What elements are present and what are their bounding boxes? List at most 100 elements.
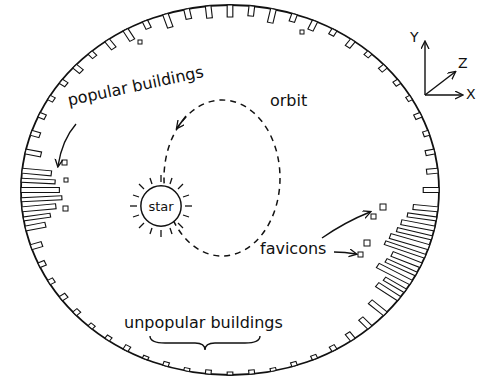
star-label: star (148, 200, 173, 213)
building (423, 188, 439, 193)
building (406, 95, 413, 101)
building (184, 368, 190, 372)
favicon (63, 206, 68, 211)
building (359, 317, 372, 329)
favicon (62, 30, 386, 257)
building (22, 168, 52, 176)
building (267, 9, 276, 24)
building (59, 293, 68, 301)
star-rays (160, 175, 161, 182)
axes (425, 72, 455, 95)
brace (150, 336, 260, 350)
star-circle: star (140, 185, 182, 227)
star-outline (141, 186, 181, 226)
building (21, 196, 62, 202)
star-rays (178, 223, 183, 228)
axis-label: X (466, 87, 476, 102)
building (30, 130, 40, 137)
star-rays (183, 215, 189, 217)
star-rays (139, 223, 144, 228)
star-rays (160, 230, 161, 237)
star-rays (150, 178, 152, 184)
building (311, 354, 318, 360)
star-rays (150, 228, 152, 234)
orbit-path (177, 116, 186, 128)
building (329, 345, 337, 352)
building (308, 20, 318, 31)
star-rays (130, 205, 137, 206)
leader-arrow (58, 124, 370, 254)
building (345, 39, 355, 48)
building (249, 370, 255, 375)
favicon (371, 214, 376, 219)
building (393, 79, 401, 86)
orbit-label: orbit (270, 92, 307, 110)
favicon (380, 204, 386, 210)
leader-arrow (322, 212, 370, 238)
building (423, 130, 430, 136)
building (48, 95, 56, 102)
building (21, 178, 55, 184)
building (364, 51, 372, 58)
favicon (364, 240, 370, 246)
favicon (358, 252, 363, 257)
favicon (62, 160, 67, 165)
region-label: popular buildings (66, 63, 205, 109)
building (270, 368, 276, 372)
building (38, 261, 46, 268)
building (376, 263, 412, 284)
planet-outline (21, 5, 439, 375)
axes (425, 94, 462, 95)
building (23, 213, 50, 221)
building (378, 64, 387, 72)
axes (425, 42, 462, 95)
star-rays (139, 184, 144, 189)
building (105, 39, 116, 50)
building (38, 112, 46, 119)
star-rays (183, 195, 189, 197)
orbit-path (164, 100, 280, 256)
building (142, 20, 151, 29)
star-rays (178, 184, 183, 189)
building (88, 323, 95, 329)
axis-label: Z (458, 56, 468, 71)
planet-outline (21, 5, 439, 375)
building (163, 361, 170, 366)
building (21, 5, 439, 375)
axes (424, 42, 425, 95)
building (48, 278, 56, 285)
building (329, 29, 337, 37)
leader-arrow (58, 124, 76, 166)
building (105, 335, 112, 341)
star-rays (170, 228, 172, 234)
building (123, 345, 131, 352)
leader-arrow (334, 252, 356, 254)
building (25, 149, 42, 157)
star-rays (133, 195, 139, 197)
building (368, 300, 387, 316)
building (88, 51, 97, 59)
star-rays (185, 205, 192, 206)
building (376, 283, 401, 301)
orbit-path (164, 100, 280, 256)
building (184, 9, 192, 20)
building (289, 13, 297, 22)
building (21, 188, 59, 193)
building (413, 205, 438, 212)
favicon (64, 178, 68, 182)
building (414, 112, 422, 119)
building (227, 5, 233, 17)
building (163, 13, 173, 28)
building (227, 372, 233, 375)
callout-label: favicons (260, 240, 326, 258)
region-label: unpopular buildings (124, 314, 283, 332)
favicon (300, 30, 304, 34)
building (30, 242, 42, 250)
building (59, 79, 68, 87)
building (142, 355, 149, 360)
favicon (138, 40, 142, 44)
star-rays (133, 215, 139, 217)
building (123, 29, 135, 42)
building (73, 309, 81, 316)
building (425, 149, 435, 156)
